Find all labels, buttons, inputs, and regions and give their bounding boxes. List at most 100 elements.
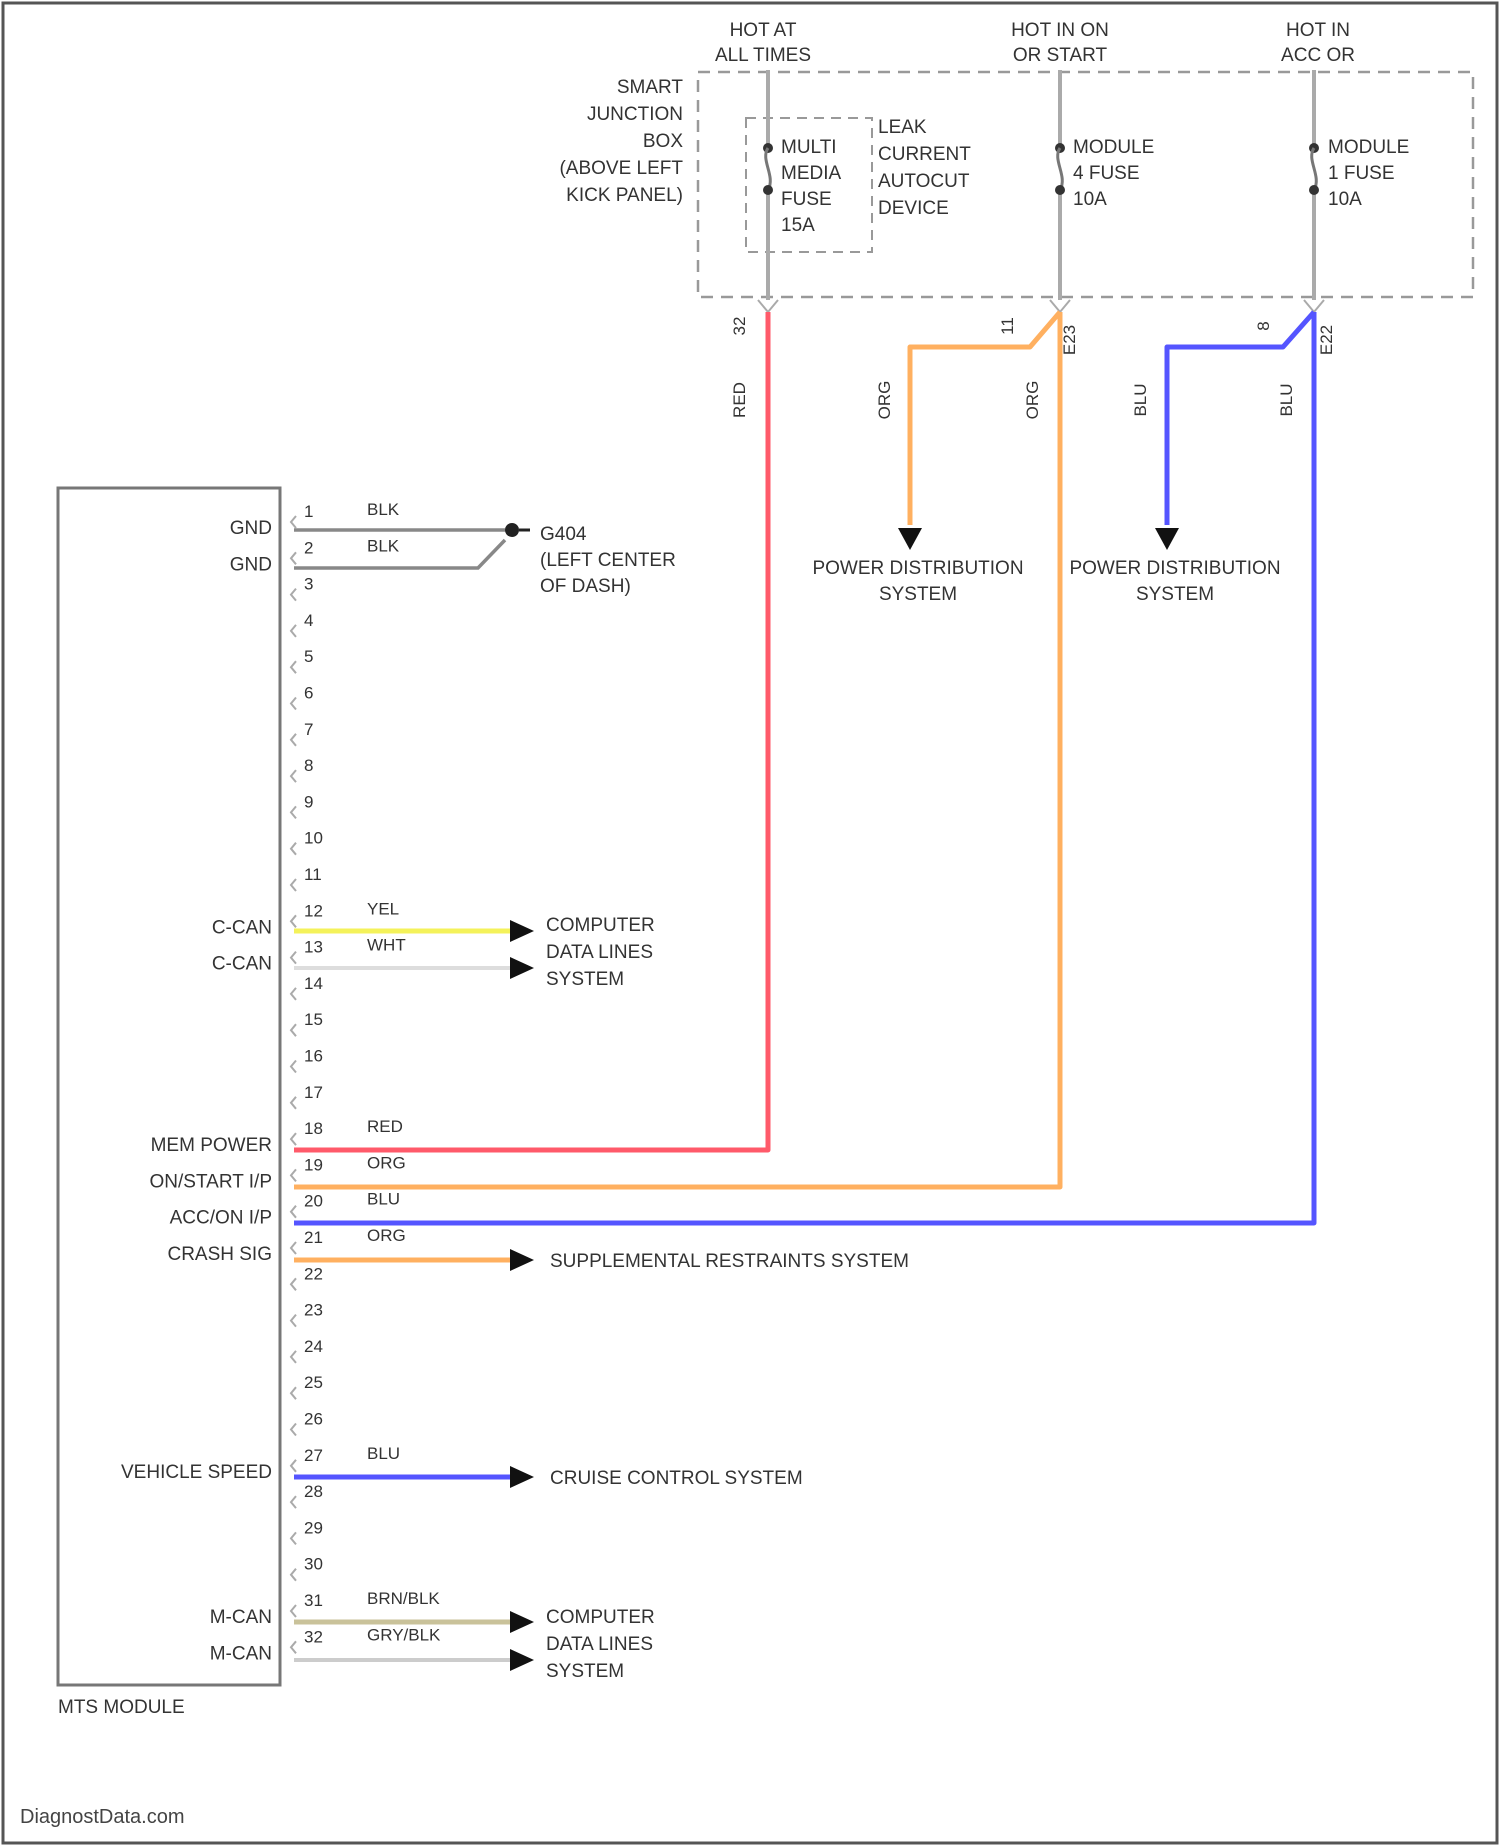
pin-number: 21: [304, 1228, 323, 1247]
pin-number: 23: [304, 1301, 323, 1320]
pin-number: 10: [304, 829, 323, 848]
pin-number: 5: [304, 647, 313, 666]
arrow-icon: [510, 1249, 534, 1271]
pin-signal-name: GND: [230, 518, 272, 539]
leak-line: CURRENT: [878, 144, 971, 165]
fuse-line: MULTI: [781, 137, 837, 158]
pin-number: 4: [304, 611, 313, 630]
junction-line: JUNCTION: [587, 104, 683, 125]
pin-number: 26: [304, 1410, 323, 1429]
junction-line: SMART: [617, 77, 684, 98]
pin-tick: [291, 915, 296, 927]
pin-number: 2: [304, 538, 313, 557]
pin-tick: [291, 879, 296, 891]
computer-data-lines-label-2: COMPUTER DATA LINES SYSTEM: [546, 1607, 655, 1682]
pin-number: 13: [304, 938, 323, 957]
pin-tick: [291, 589, 296, 601]
connector-id-label: E23: [1060, 325, 1079, 355]
pin-tick: [291, 1242, 296, 1254]
pin-wire-color: RED: [367, 1117, 403, 1136]
pin-number: 19: [304, 1155, 323, 1174]
pin-tick: [291, 1424, 296, 1436]
pin-tick: [291, 1133, 296, 1145]
pin-number: 16: [304, 1047, 323, 1066]
pd-line: POWER DISTRIBUTION: [812, 558, 1023, 579]
pin-wire-color: BRN/BLK: [367, 1589, 440, 1608]
pin-number: 29: [304, 1518, 323, 1537]
pin-tick: [291, 1496, 296, 1508]
pin-number: 7: [304, 720, 313, 739]
pin-tick: [291, 1641, 296, 1653]
junction-line: (ABOVE LEFT: [559, 158, 683, 179]
fuse-line: MODULE: [1073, 137, 1154, 158]
pin-tick: [291, 806, 296, 818]
arrow-icon: [510, 920, 534, 942]
cdl-line: COMPUTER: [546, 915, 655, 936]
pin-wire-color: GRY/BLK: [367, 1625, 441, 1644]
power-distribution-label-1: POWER DISTRIBUTION SYSTEM: [812, 558, 1023, 605]
pin-number: 3: [304, 575, 313, 594]
pin-wire-color: BLK: [367, 536, 400, 555]
ground-label: G404 (LEFT CENTER OF DASH): [540, 524, 676, 597]
pin-number: 25: [304, 1373, 323, 1392]
wire-color-label: ORG: [1023, 381, 1042, 420]
pin-number: 30: [304, 1555, 323, 1574]
junction-line: BOX: [643, 131, 683, 152]
pin-tick: [291, 1024, 296, 1036]
fuse-label-module1: MODULE 1 FUSE 10A: [1328, 137, 1409, 210]
supply-header-hot-in-on-or-start: HOT IN ON OR START: [1011, 20, 1109, 66]
pin-tick: [291, 1460, 296, 1472]
header-line: HOT IN ON: [1011, 20, 1109, 41]
pin-number: 32: [304, 1627, 323, 1646]
pin-tick: [291, 698, 296, 710]
pin-number: 11: [304, 865, 322, 884]
pin-number: 1: [304, 502, 313, 521]
pin-tick: [291, 1169, 296, 1181]
cruise-control-label: CRUISE CONTROL SYSTEM: [550, 1468, 803, 1489]
header-line: HOT IN: [1286, 20, 1350, 41]
pin-number: 24: [304, 1337, 323, 1356]
ground-line: (LEFT CENTER: [540, 550, 676, 571]
pin-number: 8: [304, 756, 313, 775]
internal-supply-lines: [768, 70, 1314, 300]
mts-module-box: [58, 488, 280, 1685]
connector-pin-label: 8: [1254, 321, 1273, 330]
pin-tick: [291, 516, 296, 528]
connector-pin-label: 32: [730, 317, 749, 336]
header-line: OR START: [1013, 45, 1108, 66]
wire-blu-power-distribution: [1167, 312, 1314, 525]
pin-tick: [291, 952, 296, 964]
wires: [294, 312, 1314, 1660]
cdl-line: DATA LINES: [546, 942, 653, 963]
arrow-icon: [898, 528, 922, 550]
pin-tick: [291, 1278, 296, 1290]
computer-data-lines-label-1: COMPUTER DATA LINES SYSTEM: [546, 915, 655, 990]
arrow-icon: [1155, 528, 1179, 550]
pin-signal-name: C-CAN: [212, 917, 272, 938]
pin-tick: [291, 1387, 296, 1399]
ground-wires: [294, 530, 505, 568]
pin-number: 28: [304, 1482, 323, 1501]
junction-box-label: SMART JUNCTION BOX (ABOVE LEFT KICK PANE…: [559, 77, 683, 206]
fuse-line: 15A: [781, 215, 815, 236]
pin-number: 17: [304, 1083, 323, 1102]
header-line: ALL TIMES: [715, 45, 811, 66]
pin-signal-name: M-CAN: [210, 1643, 272, 1664]
pin-wire-color: BLK: [367, 500, 400, 519]
pin-signal-name: GND: [230, 554, 272, 575]
supplemental-restraints-label: SUPPLEMENTAL RESTRAINTS SYSTEM: [550, 1251, 909, 1272]
mts-module-label: MTS MODULE: [58, 1697, 185, 1718]
fuse-line: 10A: [1328, 189, 1362, 210]
pin-wire-color: BLU: [367, 1444, 400, 1463]
arrow-icon: [510, 1611, 534, 1633]
power-distribution-label-2: POWER DISTRIBUTION SYSTEM: [1069, 558, 1280, 605]
pin-wire-color: BLU: [367, 1190, 400, 1209]
pin-number: 9: [304, 792, 313, 811]
fuse-line: 1 FUSE: [1328, 163, 1395, 184]
pin-signal-name: ACC/ON I/P: [170, 1208, 272, 1229]
cdl-line: SYSTEM: [546, 1661, 624, 1682]
pin-tick: [291, 843, 296, 855]
pin-tick: [291, 1351, 296, 1363]
fuse-label-multimedia: MULTI MEDIA FUSE 15A: [781, 137, 842, 236]
